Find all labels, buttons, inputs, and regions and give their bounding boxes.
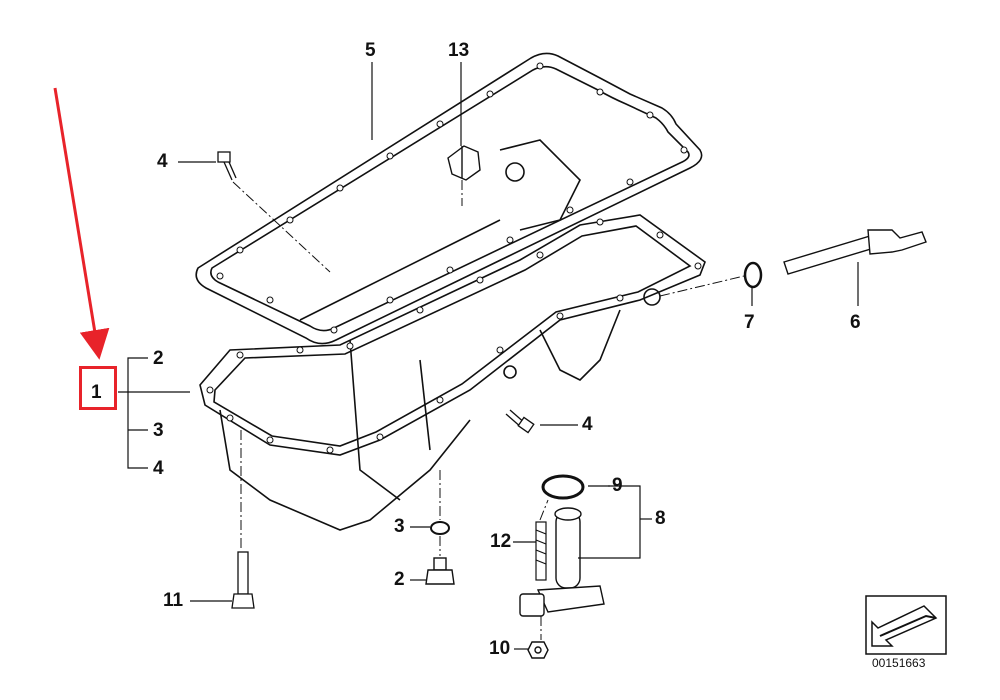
bolt-11 bbox=[231, 551, 255, 609]
callout-4-left: 4 bbox=[153, 458, 164, 479]
bolt-4-right bbox=[505, 409, 535, 434]
seal-ring-7 bbox=[743, 261, 763, 289]
callout-6: 6 bbox=[850, 312, 861, 333]
oil-level-sensor-8 bbox=[519, 507, 605, 617]
callout-3-left: 3 bbox=[153, 420, 164, 441]
callout-5: 5 bbox=[365, 40, 376, 61]
oil-pan-bolt-holes bbox=[206, 218, 702, 454]
gasket-bolt-holes bbox=[216, 62, 688, 334]
callout-10: 10 bbox=[489, 638, 511, 659]
red-pointer-arrow bbox=[53, 87, 110, 360]
callout-1: 1 bbox=[91, 382, 102, 403]
callout-9: 9 bbox=[612, 475, 623, 496]
callout-11: 11 bbox=[163, 590, 184, 611]
callout-3-bottom: 3 bbox=[394, 516, 405, 537]
oil-cap-13 bbox=[447, 145, 481, 181]
callout-8: 8 bbox=[655, 508, 666, 529]
callout-4-right: 4 bbox=[582, 414, 593, 435]
callout-highlight-box bbox=[79, 366, 117, 410]
o-ring-9 bbox=[541, 474, 585, 500]
callout-2-left: 2 bbox=[153, 348, 164, 369]
leader-lines bbox=[118, 62, 859, 650]
washer-3 bbox=[430, 521, 450, 535]
drain-plug-2 bbox=[425, 557, 455, 585]
direction-arrow-icon bbox=[865, 595, 947, 655]
callout-13: 13 bbox=[448, 40, 470, 61]
callout-7: 7 bbox=[744, 312, 755, 333]
nut-10 bbox=[527, 641, 549, 659]
bolt-4-top bbox=[217, 151, 237, 181]
assembly-lines bbox=[232, 180, 745, 640]
dipstick-tube-6 bbox=[783, 229, 927, 275]
stud-12 bbox=[535, 521, 547, 581]
callout-12: 12 bbox=[490, 531, 512, 552]
callout-2-bottom: 2 bbox=[394, 569, 405, 590]
oil-pan-gasket bbox=[195, 52, 703, 345]
callout-4-top: 4 bbox=[157, 151, 168, 172]
oil-pan bbox=[199, 139, 706, 531]
part-number: 00151663 bbox=[872, 656, 926, 670]
